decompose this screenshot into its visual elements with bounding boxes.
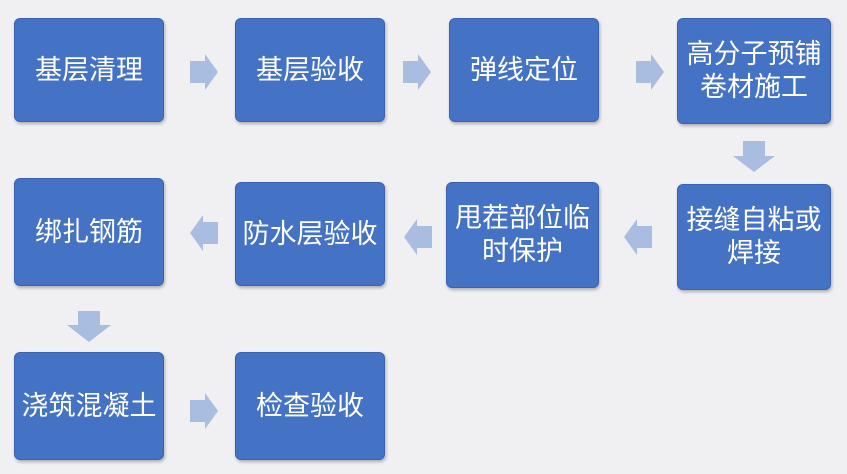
step-concrete-pouring: 浇筑混凝土 — [14, 352, 164, 460]
arrow-right-icon — [403, 54, 431, 90]
arrow-right-icon — [636, 54, 664, 90]
step-lap-edge-temporary-protection: 甩茬部位临时保护 — [446, 182, 599, 288]
step-final-inspection: 检查验收 — [235, 352, 385, 460]
step-line-positioning: 弹线定位 — [449, 18, 599, 122]
arrow-down-icon — [67, 311, 111, 342]
step-polymer-membrane-laying: 高分子预铺卷材施工 — [677, 18, 831, 124]
step-rebar-binding: 绑扎钢筋 — [14, 178, 164, 286]
step-base-cleaning: 基层清理 — [14, 18, 164, 122]
step-waterproof-layer-acceptance: 防水层验收 — [235, 182, 385, 286]
arrow-right-icon — [190, 393, 218, 429]
step-seam-bonding-welding: 接缝自粘或焊接 — [677, 184, 831, 290]
step-base-acceptance: 基层验收 — [235, 18, 385, 122]
arrow-left-icon — [190, 215, 218, 251]
arrow-down-icon — [733, 141, 775, 172]
arrow-left-icon — [624, 219, 652, 255]
arrow-right-icon — [190, 54, 218, 90]
arrow-left-icon — [404, 219, 432, 255]
